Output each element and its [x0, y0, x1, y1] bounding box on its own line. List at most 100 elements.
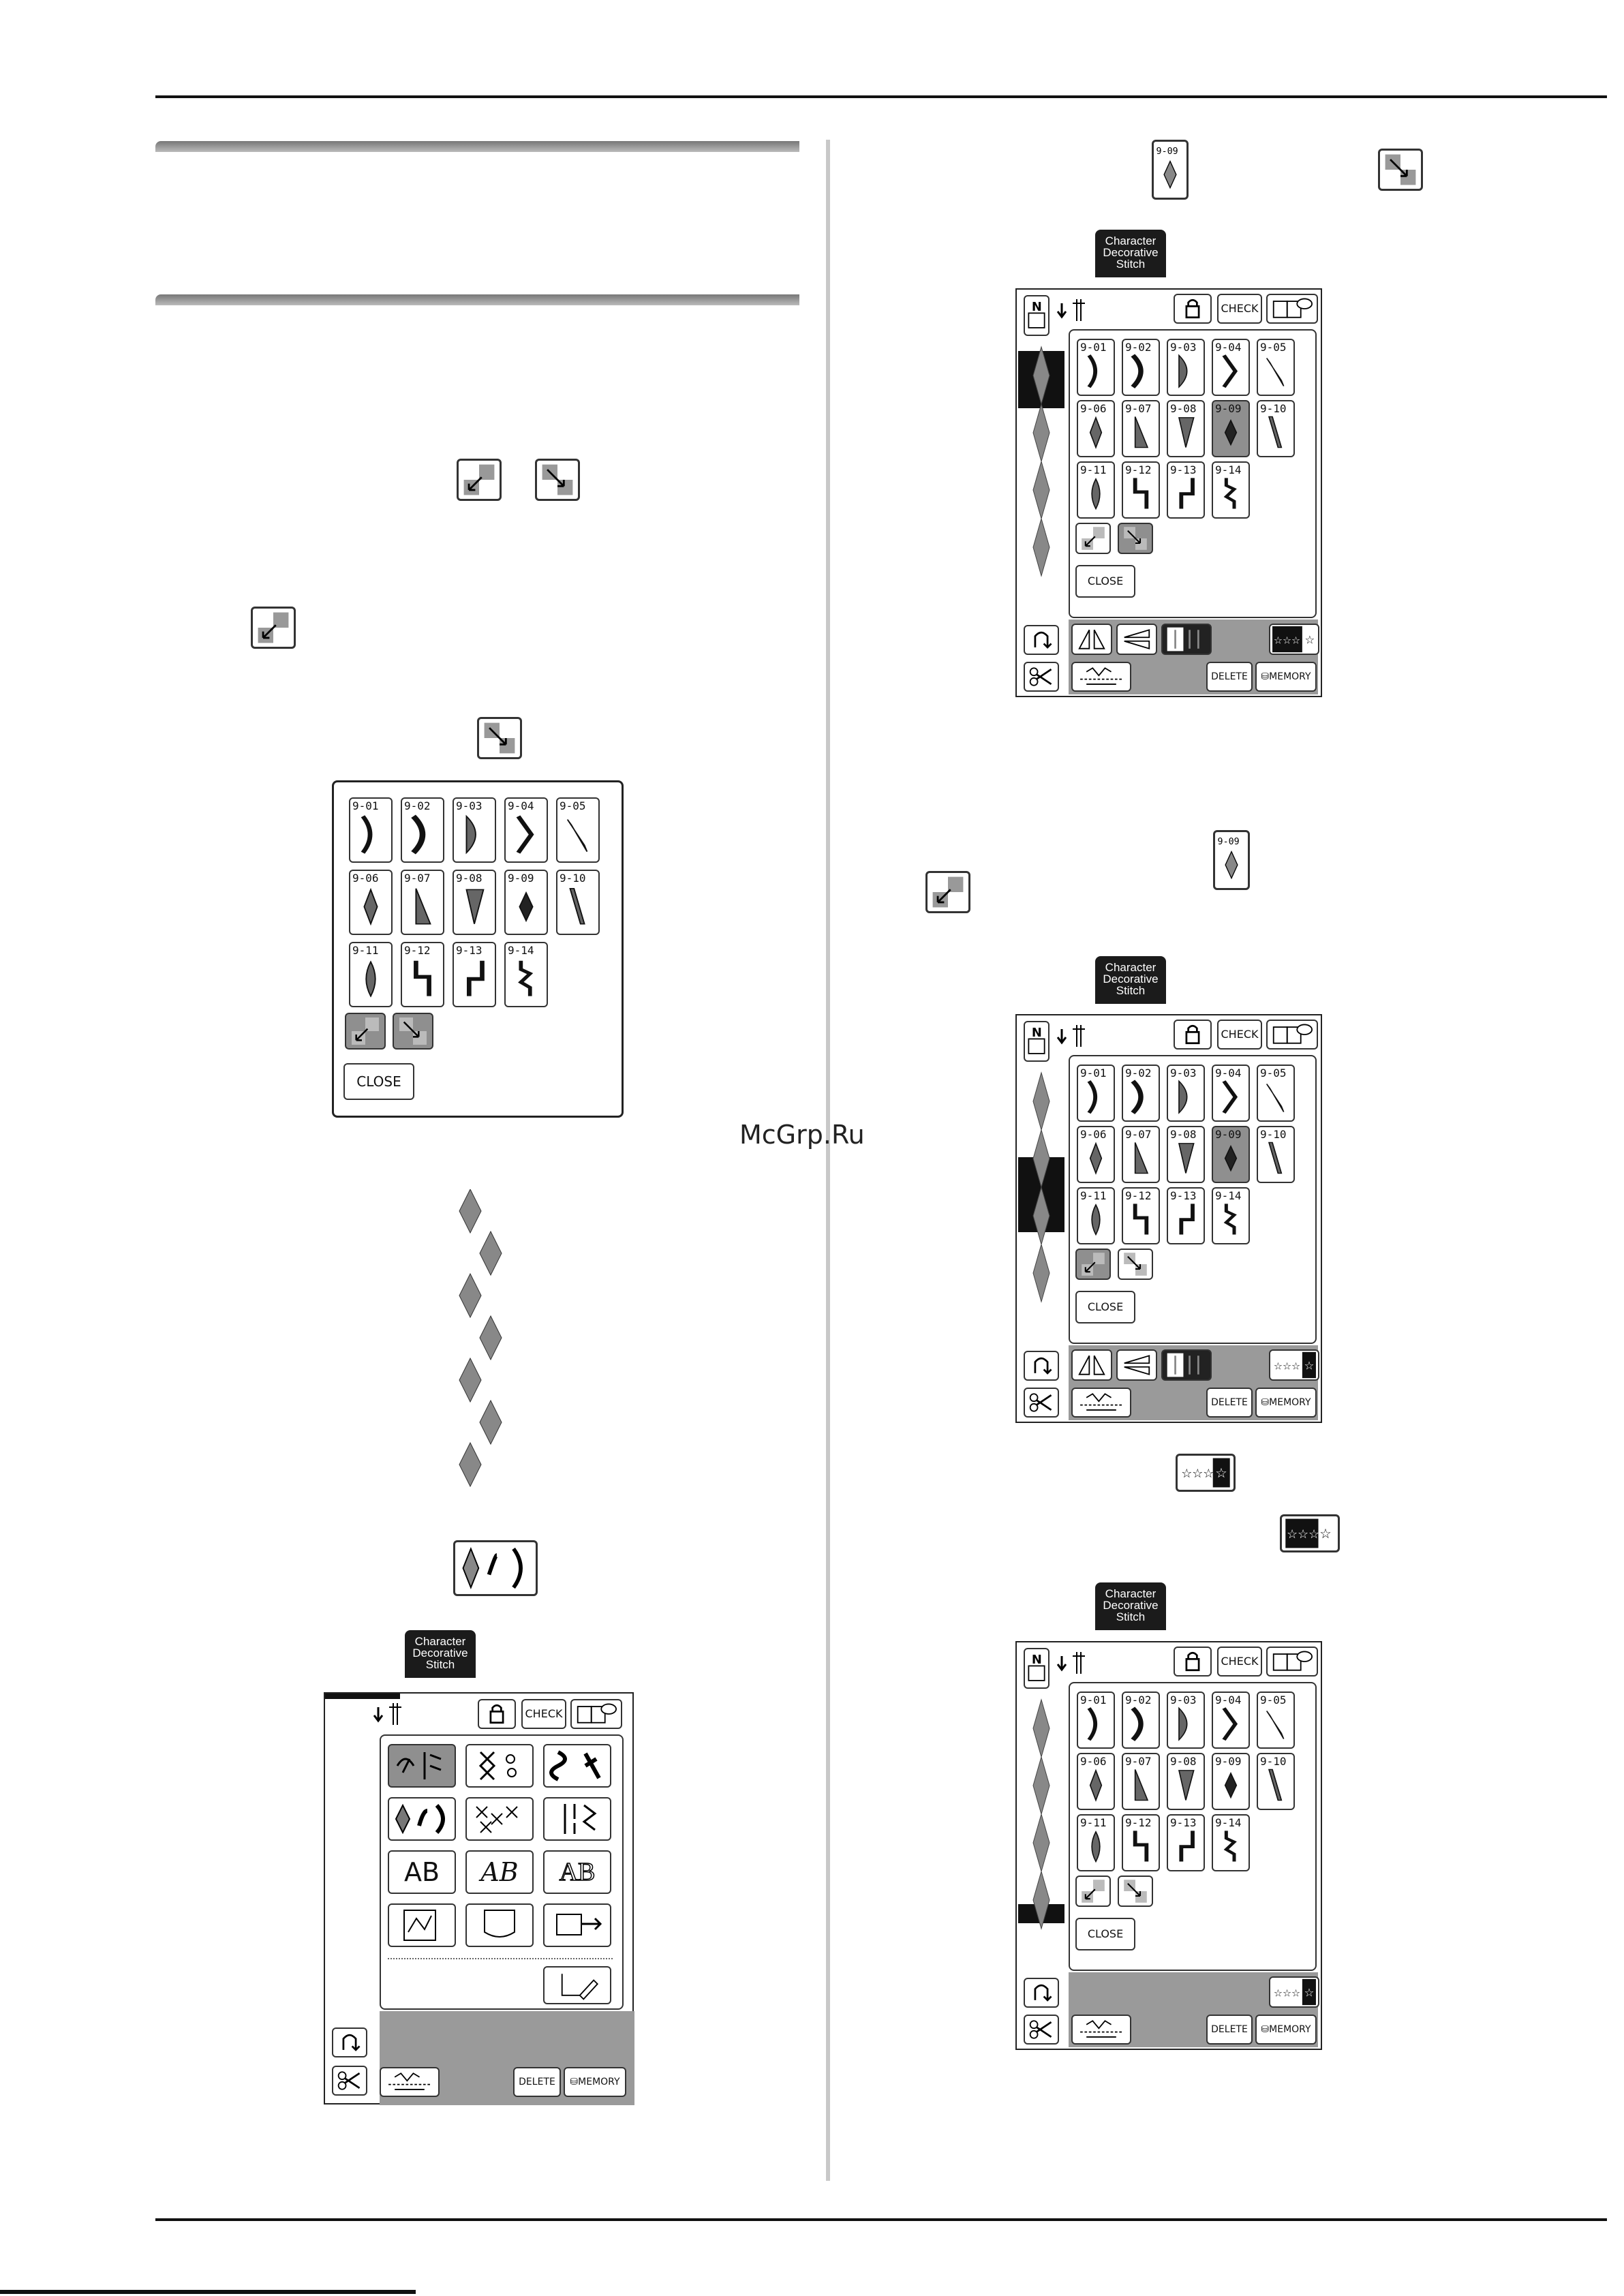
stitch-key-9-01[interactable]: 9-01	[1077, 1692, 1115, 1749]
close-button[interactable]: CLOSE	[1075, 1918, 1135, 1950]
stitch-key-9-03[interactable]: 9-03	[1167, 1065, 1205, 1122]
stitch-key-9-08[interactable]: 9-08	[1167, 1126, 1205, 1183]
twin-needle-icon[interactable]	[1161, 624, 1212, 655]
mirror-up-left-icon[interactable]	[1075, 523, 1111, 554]
stitch-width-icon[interactable]	[1071, 662, 1131, 692]
stitch-key-9-03[interactable]: 9-03	[453, 797, 496, 863]
stitch-key-9-04[interactable]: 9-04	[1212, 1065, 1250, 1122]
presser-foot-icon[interactable]: N	[1024, 295, 1050, 336]
decorative-stitch-category-icon[interactable]	[453, 1540, 538, 1596]
reverse-icon[interactable]	[332, 2027, 367, 2057]
stitch-key-9-02[interactable]: 9-02	[1122, 1065, 1160, 1122]
stitch-key-9-04[interactable]: 9-04	[1212, 339, 1250, 396]
stitch-key-9-05[interactable]: 9-05	[1257, 1065, 1295, 1122]
stitch-key-9-11[interactable]: 9-11	[1077, 461, 1115, 519]
stitch-9-09-key[interactable]: 9-09	[1213, 830, 1250, 890]
stitch-key-9-02[interactable]: 9-02	[401, 797, 444, 863]
presser-foot-icon[interactable]: N	[1024, 1648, 1050, 1689]
check-button[interactable]: CHECK	[1217, 294, 1262, 324]
stitch-width-icon[interactable]	[380, 2067, 440, 2097]
mirror-up-left-icon[interactable]	[1075, 1876, 1111, 1907]
stitch-key-9-12[interactable]: 9-12	[1122, 461, 1160, 519]
stitch-key-9-07[interactable]: 9-07	[1122, 400, 1160, 457]
mirror-up-left-icon[interactable]	[457, 459, 502, 501]
lock-icon[interactable]	[478, 1699, 516, 1729]
close-button[interactable]: CLOSE	[343, 1063, 414, 1100]
memory-button[interactable]: ⛁MEMORY	[1255, 2015, 1317, 2045]
stitch-key-9-11[interactable]: 9-11	[349, 942, 393, 1007]
utility-decorative-category-icon[interactable]	[543, 1797, 611, 1841]
mirror-down-right-icon[interactable]	[1118, 1876, 1153, 1907]
stitch-row-mode-icon[interactable]: ☆☆☆☆	[1280, 1514, 1340, 1552]
help-book-icon[interactable]	[1266, 294, 1318, 324]
stitch-key-9-14[interactable]: 9-14	[1212, 1187, 1250, 1244]
stitch-key-9-10[interactable]: 9-10	[556, 870, 600, 935]
outline-font-button[interactable]: AB	[543, 1850, 611, 1894]
mirror-up-left-icon[interactable]	[251, 607, 296, 649]
stitch-key-9-04[interactable]: 9-04	[1212, 1692, 1250, 1749]
stitch-key-9-03[interactable]: 9-03	[1167, 1692, 1205, 1749]
delete-button[interactable]: DELETE	[1206, 662, 1253, 692]
delete-button[interactable]: DELETE	[1206, 1388, 1253, 1418]
stitch-key-9-12[interactable]: 9-12	[401, 942, 444, 1007]
help-book-icon[interactable]	[570, 1699, 622, 1729]
stitch-key-9-01[interactable]: 9-01	[1077, 1065, 1115, 1122]
scissors-icon[interactable]	[1024, 662, 1059, 692]
stitch-key-9-11[interactable]: 9-11	[1077, 1187, 1115, 1244]
stitch-key-9-12[interactable]: 9-12	[1122, 1814, 1160, 1871]
stitch-key-9-06[interactable]: 9-06	[1077, 400, 1115, 457]
stitch-key-9-08[interactable]: 9-08	[453, 870, 496, 935]
reverse-icon[interactable]	[1024, 1978, 1059, 2008]
stitch-key-9-06[interactable]: 9-06	[349, 870, 393, 935]
memory-button[interactable]: ⛁MEMORY	[1255, 662, 1317, 692]
stitch-key-9-10[interactable]: 9-10	[1257, 1126, 1295, 1183]
stitch-width-icon[interactable]	[1071, 2015, 1131, 2045]
delete-button[interactable]: DELETE	[1206, 2015, 1253, 2045]
heirloom-stitch-category-icon[interactable]	[465, 1744, 534, 1788]
scissors-icon[interactable]	[1024, 1388, 1059, 1418]
stitch-key-9-10[interactable]: 9-10	[1257, 1753, 1295, 1810]
presser-foot-icon[interactable]: N	[1024, 1021, 1050, 1062]
block-font-button[interactable]: AB	[388, 1850, 456, 1894]
satin-stitch-category-icon[interactable]	[543, 1744, 611, 1788]
stitch-key-9-13[interactable]: 9-13	[453, 942, 496, 1007]
usb-memory-icon[interactable]	[543, 1903, 611, 1947]
lock-icon[interactable]	[1174, 1647, 1212, 1677]
stitch-key-9-02[interactable]: 9-02	[1122, 339, 1160, 396]
mirror-up-left-icon[interactable]	[1075, 1249, 1111, 1280]
memory-button[interactable]: ⛁MEMORY	[1255, 1388, 1317, 1418]
stitch-row-mode-icon[interactable]: ☆☆☆☆	[1269, 1349, 1319, 1381]
reverse-icon[interactable]	[1024, 1351, 1059, 1381]
stitch-key-9-14[interactable]: 9-14	[1212, 1814, 1250, 1871]
stitch-key-9-05[interactable]: 9-05	[1257, 339, 1295, 396]
mirror-down-right-icon[interactable]	[393, 1013, 433, 1050]
check-button[interactable]: CHECK	[1217, 1020, 1262, 1050]
stitch-key-9-09[interactable]: 9-09	[1212, 1753, 1250, 1810]
stitch-key-9-07[interactable]: 9-07	[1122, 1753, 1160, 1810]
utility-stitch-category-icon[interactable]	[388, 1744, 456, 1788]
scissors-icon[interactable]	[1024, 2015, 1059, 2045]
mirror-down-right-icon[interactable]	[1378, 149, 1423, 191]
stitch-key-9-04[interactable]: 9-04	[504, 797, 548, 863]
check-button[interactable]: CHECK	[1217, 1647, 1262, 1677]
stitch-key-9-13[interactable]: 9-13	[1167, 1814, 1205, 1871]
close-button[interactable]: CLOSE	[1075, 1291, 1135, 1323]
stitch-key-9-09[interactable]: 9-09	[1212, 1126, 1250, 1183]
stitch-9-09-key[interactable]: 9-09	[1152, 140, 1189, 200]
stitch-key-9-11[interactable]: 9-11	[1077, 1814, 1115, 1871]
stitch-key-9-02[interactable]: 9-02	[1122, 1692, 1160, 1749]
scissors-icon[interactable]	[332, 2066, 367, 2096]
stitch-width-icon[interactable]	[1071, 1388, 1131, 1418]
stitch-key-9-14[interactable]: 9-14	[504, 942, 548, 1007]
mirror-down-right-icon[interactable]	[477, 717, 522, 759]
script-font-button[interactable]: AB	[465, 1850, 534, 1894]
stitch-row-mode-icon[interactable]: ☆☆☆☆	[1269, 624, 1319, 655]
reverse-icon[interactable]	[1024, 625, 1059, 655]
stitch-key-9-07[interactable]: 9-07	[401, 870, 444, 935]
stitch-key-9-08[interactable]: 9-08	[1167, 400, 1205, 457]
mirror-vertical-icon[interactable]	[1071, 624, 1112, 655]
lock-icon[interactable]	[1174, 1020, 1212, 1050]
pocket-category-icon[interactable]	[465, 1903, 534, 1947]
stitch-key-9-14[interactable]: 9-14	[1212, 461, 1250, 519]
stitch-key-9-01[interactable]: 9-01	[349, 797, 393, 863]
